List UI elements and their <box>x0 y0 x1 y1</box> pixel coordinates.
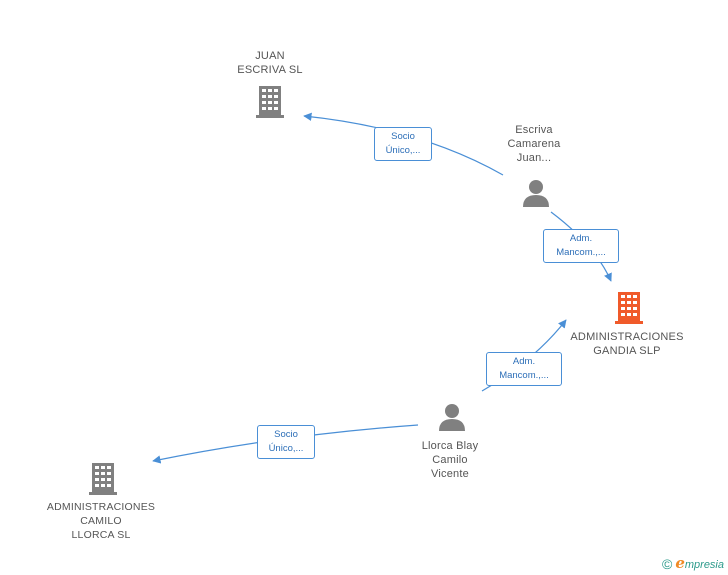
label-line: ADMINISTRACIONES <box>570 331 684 343</box>
label-line: Camarena <box>507 138 561 150</box>
label-line: LLORCA SL <box>71 529 131 541</box>
edge-label-adm-mancom-top[interactable]: Adm. Mancom.,... <box>543 229 619 263</box>
edge-label-line: Único,... <box>385 145 421 156</box>
label-line: Juan... <box>516 152 552 164</box>
node-escriva-camarena-label[interactable]: Escriva Camarena Juan... <box>484 123 584 165</box>
node-administraciones-camilo-label[interactable]: ADMINISTRACIONES CAMILO LLORCA SL <box>36 500 166 542</box>
node-juan-escriva-label[interactable]: JUAN ESCRIVA SL <box>220 49 320 77</box>
label-line: Llorca Blay <box>421 440 479 452</box>
brand-name: mpresia <box>684 559 724 571</box>
person-icon[interactable] <box>521 178 551 208</box>
edge-label-line: Adm. <box>512 356 536 367</box>
label-line: Escriva <box>515 124 553 136</box>
building-icon[interactable] <box>613 290 645 324</box>
edge-label-socio-unico-top[interactable]: Socio Único,... <box>374 127 432 161</box>
edge-label-socio-unico-bottom[interactable]: Socio Único,... <box>257 425 315 459</box>
label-line: ESCRIVA SL <box>237 64 303 76</box>
label-line: JUAN <box>255 50 285 62</box>
edge-label-line: Socio <box>274 429 298 440</box>
label-line: CAMILO <box>80 515 122 527</box>
copyright-icon: © <box>662 556 673 572</box>
edge-label-line: Socio <box>391 131 415 142</box>
building-icon[interactable] <box>254 84 286 118</box>
empresia-watermark: ©empresia <box>662 554 724 572</box>
edge-label-line: Adm. <box>569 233 593 244</box>
label-line: Camilo <box>432 454 468 466</box>
node-llorca-blay-label[interactable]: Llorca Blay Camilo Vicente <box>400 439 500 481</box>
label-line: Vicente <box>431 468 469 480</box>
edge-label-adm-mancom-bottom[interactable]: Adm. Mancom.,... <box>486 352 562 386</box>
label-line: GANDIA SLP <box>593 345 661 357</box>
person-icon[interactable] <box>437 402 467 432</box>
brand-e: e <box>675 554 685 572</box>
edge-label-line: Único,... <box>268 443 304 454</box>
node-administraciones-gandia-label[interactable]: ADMINISTRACIONES GANDIA SLP <box>560 330 694 358</box>
edge-label-line: Mancom.,... <box>499 370 549 381</box>
building-icon[interactable] <box>87 461 119 495</box>
label-line: ADMINISTRACIONES <box>46 501 156 513</box>
edge-label-line: Mancom.,... <box>556 247 606 258</box>
